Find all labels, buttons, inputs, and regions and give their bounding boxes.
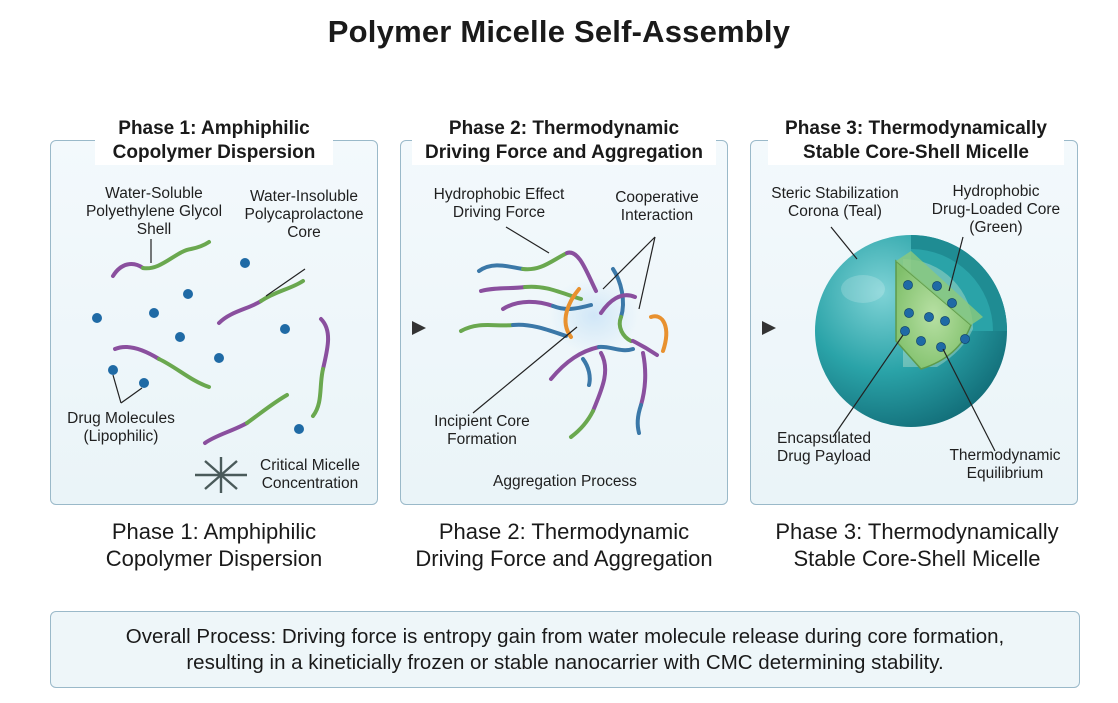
copolymer-chain bbox=[113, 344, 211, 389]
polymer-chain bbox=[591, 351, 608, 413]
phase-2-panel: Hydrophobic Effect Driving Force Coopera… bbox=[400, 140, 728, 505]
polymer-chain bbox=[549, 345, 601, 381]
polymer-chain bbox=[459, 323, 515, 333]
label-line: Critical Micelle bbox=[260, 457, 360, 474]
copolymer-chain bbox=[217, 279, 305, 325]
cmc-star-icon bbox=[195, 457, 247, 493]
caption-line: Driving Force and Aggregation bbox=[415, 546, 713, 571]
polymer-chain bbox=[635, 403, 643, 435]
caption-line: Phase 1: Amphiphilic bbox=[111, 519, 317, 544]
heading-line: Driving Force and Aggregation bbox=[425, 142, 703, 163]
cooperative-interaction-label: Cooperative Interaction bbox=[597, 189, 717, 225]
polymer-chain bbox=[631, 339, 659, 357]
caption-line: Stable Core-Shell Micelle bbox=[793, 546, 1041, 571]
phase-3-panel: Steric Stabilization Corona (Teal) Hydro… bbox=[750, 140, 1078, 505]
drug-core-label: Hydrophobic Drug-Loaded Core (Green) bbox=[921, 183, 1071, 237]
label-line: Driving Force bbox=[452, 204, 546, 221]
phase-3-heading: Phase 3: Thermodynamically Stable Core-S… bbox=[768, 117, 1064, 165]
copolymer-chain bbox=[203, 393, 289, 445]
caption-line: Phase 3: Thermodynamically bbox=[775, 519, 1059, 544]
copolymer-chain bbox=[311, 317, 330, 418]
drug-loaded-core bbox=[895, 259, 972, 370]
label-line: Steric Stabilization bbox=[771, 185, 899, 202]
phase-1-caption: Phase 1: Amphiphilic Copolymer Dispersio… bbox=[39, 518, 389, 572]
polymer-chain bbox=[617, 315, 633, 343]
label-line: (Green) bbox=[969, 219, 1023, 236]
label-line: Polyethylene Glycol bbox=[85, 203, 223, 220]
copolymer-chain bbox=[111, 240, 211, 278]
incipient-core-label: Incipient Core Formation bbox=[417, 413, 547, 449]
label-line: Thermodynamic bbox=[949, 447, 1061, 464]
heading-line: Phase 1: Amphiphilic bbox=[118, 118, 310, 139]
label-line: Core bbox=[287, 224, 321, 241]
corona-label: Steric Stabilization Corona (Teal) bbox=[755, 185, 915, 221]
label-line: Equilibrium bbox=[966, 465, 1044, 482]
polymer-chain bbox=[563, 287, 581, 339]
caption-line: Phase 2: Thermodynamic bbox=[438, 519, 690, 544]
polymer-chain bbox=[597, 344, 635, 353]
summary-line: resulting in a kineticially frozen or st… bbox=[186, 651, 944, 674]
label-line: Formation bbox=[447, 431, 517, 448]
phase-1-panel: Water-Soluble Polyethylene Glycol Shell … bbox=[50, 140, 378, 505]
arrow-right-icon bbox=[356, 321, 426, 335]
label-line: Water-Insoluble bbox=[250, 188, 358, 205]
label-line: Drug Payload bbox=[777, 448, 871, 465]
phase-2-illustration bbox=[459, 226, 669, 439]
arrow-right-icon bbox=[706, 321, 776, 335]
polymer-chain bbox=[479, 285, 527, 293]
label-line: Hydrophobic bbox=[952, 183, 1040, 200]
polymer-chain bbox=[581, 357, 592, 387]
phase-2-heading: Phase 2: Thermodynamic Driving Force and… bbox=[412, 117, 716, 165]
summary-line: Overall Process: Driving force is entrop… bbox=[125, 625, 1005, 648]
caption-line: Copolymer Dispersion bbox=[105, 546, 323, 571]
heading-line: Phase 2: Thermodynamic bbox=[448, 118, 680, 139]
label-line: Drug-Loaded Core bbox=[931, 201, 1061, 218]
diagram-title: Polymer Micelle Self-Assembly bbox=[327, 14, 791, 49]
encapsulated-drugs bbox=[900, 280, 970, 352]
hydrophobic-effect-label: Hydrophobic Effect Driving Force bbox=[419, 186, 579, 222]
phase-1-heading: Phase 1: Amphiphilic Copolymer Dispersio… bbox=[95, 117, 333, 165]
polymer-chain bbox=[551, 303, 593, 311]
label-line: Drug Molecules bbox=[67, 410, 175, 427]
polymer-chain bbox=[639, 351, 648, 407]
polymer-chain bbox=[511, 322, 568, 338]
polymer-chain bbox=[649, 314, 669, 353]
label-line: (Lipophilic) bbox=[83, 428, 159, 445]
overall-process-summary: Overall Process: Driving force is entrop… bbox=[50, 611, 1080, 688]
polymer-chain bbox=[565, 250, 598, 293]
label-line: Polycaprolactone bbox=[244, 206, 364, 223]
polymer-chain bbox=[599, 293, 637, 315]
label-line: Encapsulated bbox=[777, 430, 871, 447]
phase-1-illustration bbox=[92, 239, 330, 493]
heading-line: Stable Core-Shell Micelle bbox=[803, 142, 1029, 163]
phase-3-illustration bbox=[815, 226, 1007, 452]
polymer-chain bbox=[501, 299, 555, 311]
drug-molecules-label: Drug Molecules (Lipophilic) bbox=[53, 410, 189, 446]
phase-3-caption: Phase 3: Thermodynamically Stable Core-S… bbox=[742, 518, 1092, 572]
phase-2-caption: Phase 2: Thermodynamic Driving Force and… bbox=[389, 518, 739, 572]
peg-shell-label: Water-Soluble Polyethylene Glycol Shell bbox=[59, 185, 249, 239]
label-line: Hydrophobic Effect bbox=[433, 186, 565, 203]
label-line: Interaction bbox=[620, 207, 694, 224]
polymer-chain bbox=[611, 267, 625, 319]
payload-label: Encapsulated Drug Payload bbox=[759, 430, 889, 466]
pcl-core-label: Water-Insoluble Polycaprolactone Core bbox=[229, 188, 379, 242]
polymer-chain bbox=[569, 409, 595, 439]
polymer-chain bbox=[523, 284, 583, 301]
heading-line: Copolymer Dispersion bbox=[112, 142, 316, 163]
polymer-chain bbox=[521, 251, 569, 272]
label-line: Shell bbox=[136, 221, 172, 238]
drug-molecules bbox=[92, 258, 304, 434]
cmc-label: Critical Micelle Concentration bbox=[247, 457, 373, 493]
heading-line: Phase 3: Thermodynamically bbox=[785, 118, 1047, 139]
equilibrium-label: Thermodynamic Equilibrium bbox=[935, 447, 1075, 483]
polymer-chain bbox=[477, 263, 525, 273]
label-line: Cooperative bbox=[615, 189, 699, 206]
label-line: Incipient Core bbox=[434, 413, 530, 430]
aggregation-process-label: Aggregation Process bbox=[493, 473, 637, 490]
label-line: Concentration bbox=[261, 475, 359, 492]
label-line: Water-Soluble bbox=[105, 185, 203, 202]
label-line: Corona (Teal) bbox=[788, 203, 882, 220]
